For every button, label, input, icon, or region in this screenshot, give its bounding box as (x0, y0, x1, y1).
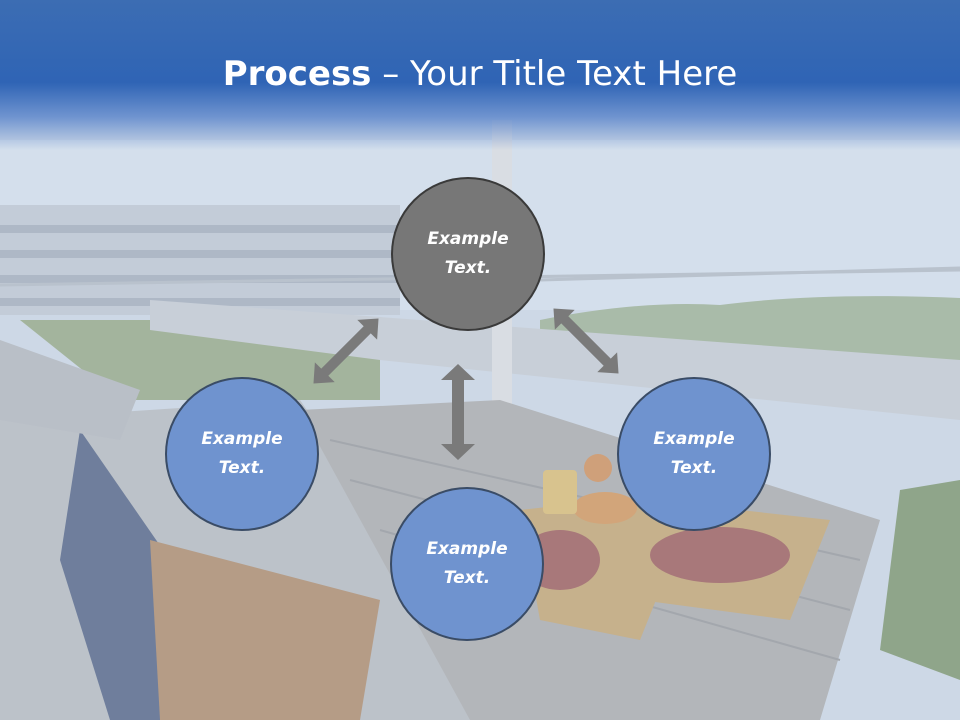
node-left-line2: Text. (218, 458, 266, 478)
arrow-top-left (313, 318, 379, 384)
title-bold-part: Process (222, 54, 372, 94)
slide-title: Process – Your Title Text Here (0, 52, 960, 96)
process-node-right: Example Text. (617, 377, 771, 531)
process-node-top: Example Text. (391, 177, 545, 331)
node-top-line1: Example (427, 229, 509, 249)
process-node-bottom: Example Text. (390, 487, 544, 641)
node-bottom-line2: Text. (443, 568, 491, 588)
title-bar (0, 0, 960, 150)
arrow-top-right (553, 308, 619, 374)
title-rest-part: – Your Title Text Here (371, 54, 738, 94)
node-right-line2: Text. (670, 458, 718, 478)
node-bottom-line1: Example (426, 539, 508, 559)
node-top-line2: Text. (444, 258, 492, 278)
node-left-line1: Example (201, 429, 283, 449)
node-right-line1: Example (653, 429, 735, 449)
arrow-vertical (441, 364, 475, 460)
process-node-left: Example Text. (165, 377, 319, 531)
